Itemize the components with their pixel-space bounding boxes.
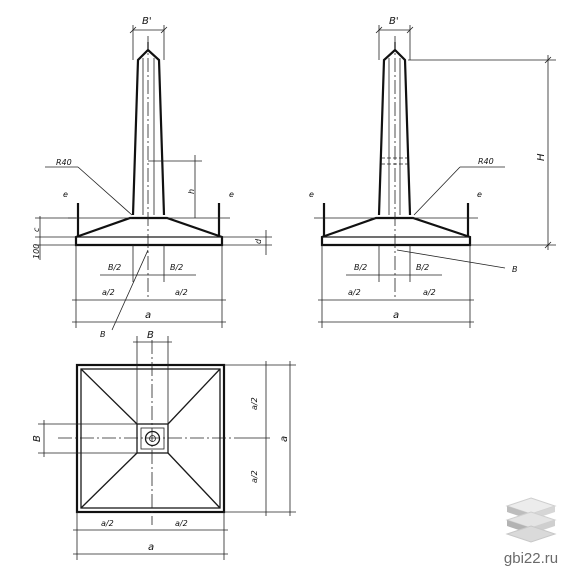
plan-b-top-label: B	[147, 330, 154, 341]
plan-a-half-right-bottom: a/2	[250, 470, 259, 483]
right-a-half-label-2: a/2	[423, 288, 436, 297]
left-a-half-label-1: a/2	[102, 288, 115, 297]
left-elevation-view: B' h R40 e e c 100 d B/2 B/2 a/2 a/2	[32, 16, 272, 339]
right-b-prime-label: B'	[389, 16, 399, 27]
left-100-label: 100	[32, 244, 41, 259]
plan-a-bottom-label: a	[148, 542, 154, 553]
watermark: gbi22.ru	[491, 492, 571, 567]
plan-a-half-right-top: a/2	[250, 397, 259, 410]
left-b-leader-label: B	[100, 330, 106, 339]
left-b-prime-label: B'	[142, 16, 152, 27]
left-a-half-label-2: a/2	[175, 288, 188, 297]
right-e-label-left: e	[309, 190, 314, 199]
stacked-slabs-logo-icon	[505, 497, 557, 543]
left-d-label: d	[254, 238, 263, 244]
plan-view: B B a/2 a/2 a a/2 a/2 a	[32, 330, 296, 560]
left-c-label: c	[32, 227, 41, 232]
right-a-label: a	[393, 310, 399, 321]
left-b-half-label-1: B/2	[108, 263, 121, 272]
left-footing-outline	[74, 216, 224, 247]
plan-a-half-bottom-left: a/2	[101, 519, 114, 528]
right-H-label: H	[536, 153, 547, 161]
right-e-label-right: e	[477, 190, 482, 199]
right-b-leader-label: B	[512, 265, 518, 274]
site-watermark-text: gbi22.ru	[503, 550, 559, 567]
right-b-half-label-1: B/2	[354, 263, 367, 272]
plan-column-hole	[144, 430, 161, 447]
plan-a-half-bottom-right: a/2	[175, 519, 188, 528]
plan-b-left-label: B	[32, 435, 43, 442]
left-e-label-right: e	[229, 190, 234, 199]
right-footing-outline	[320, 216, 472, 247]
right-a-half-label-1: a/2	[348, 288, 361, 297]
left-b-half-label-2: B/2	[170, 263, 183, 272]
right-r40-label: R40	[478, 157, 494, 166]
left-r40-label: R40	[56, 158, 72, 167]
right-column-outline	[377, 48, 412, 216]
left-h-label: h	[187, 189, 196, 194]
plan-column-socket	[136, 423, 169, 454]
left-e-label-left: e	[63, 190, 68, 199]
right-b-half-label-2: B/2	[416, 263, 429, 272]
left-a-label: a	[145, 310, 151, 321]
right-elevation-view: B' H R40 e e B/2 B/2 a/2 a/2 a B	[309, 16, 556, 328]
plan-a-right-label: a	[279, 436, 290, 442]
plan-outer-square	[75, 363, 226, 514]
left-column-outline	[131, 48, 166, 216]
